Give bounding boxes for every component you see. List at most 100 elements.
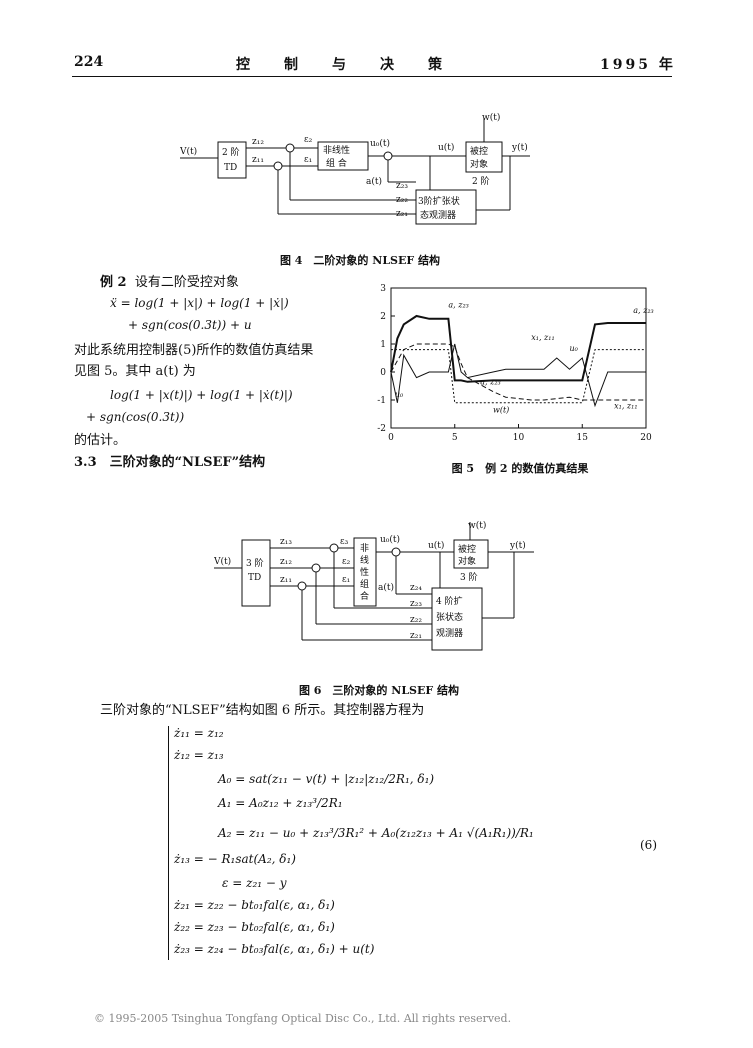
fig6-u0: u₀(t) — [380, 534, 400, 545]
fig4-a: a(t) — [366, 176, 382, 187]
x-tick-label-4: 20 — [640, 433, 652, 443]
fig6-y: y(t) — [509, 540, 526, 551]
fig4-nl-2: 组 合 — [326, 157, 347, 169]
eq-6: ż₁₃ = − R₁sat(A₂, δ₁) — [174, 852, 296, 866]
example2-eq3: log(1 + |x(t)|) + log(1 + |ẋ(t)|) — [110, 388, 293, 402]
figure-4-caption: 图 4 二阶对象的 NLSEF 结构 — [279, 254, 441, 267]
eso-block — [415, 189, 477, 225]
fig4-eso-1: 3阶扩张状 — [418, 195, 460, 207]
fig6-plant-order: 3 阶 — [460, 571, 478, 583]
y-tick-label-3: 0 — [380, 368, 386, 378]
fig4-v: V(t) — [180, 146, 197, 157]
fig6-a: a(t) — [378, 582, 394, 593]
fig6-td-2: TD — [248, 573, 261, 583]
fig6-e1: ε₁ — [342, 575, 350, 585]
fig6-eso-2: 张状态 — [436, 611, 463, 623]
example2-p3: 的估计。 — [74, 433, 127, 448]
figure-4-diagram: V(t) 2 阶 TD z₁₂ z₁₁ ε₂ ε₁ 非线性 组 合 u₀(t) … — [180, 112, 530, 225]
x-tick-label-1: 5 — [452, 433, 458, 443]
fig6-z11: z₁₁ — [280, 575, 292, 585]
td3-block — [241, 539, 271, 607]
chart-annotation-1: x₁, z₁₁ — [531, 333, 554, 342]
fig6-nl-5: 合 — [360, 590, 369, 602]
fig6-z22: z₂₂ — [410, 615, 422, 625]
example2-heading: 例 2 设有二阶受控对象 — [100, 272, 239, 293]
fig4-z23: z₂₃ — [396, 181, 408, 191]
fig6-eso-3: 观测器 — [436, 628, 463, 639]
nonlinear3-block — [353, 537, 377, 607]
body-line: 三阶对象的“NLSEF”结构如图 6 所示。其控制器方程为 — [100, 703, 425, 718]
fig6-nl-2: 线 — [360, 554, 369, 566]
fig4-nl-1: 非线性 — [323, 144, 350, 156]
chart-annotation-7: x₁, z₁₁ — [614, 401, 637, 410]
header-rule — [72, 76, 672, 77]
fig4-u: u(t) — [438, 142, 454, 153]
fig6-plant-2: 对象 — [458, 555, 476, 567]
eq-4: A₁ = A₀z₁₂ + z₁₃³/2R₁ — [218, 796, 343, 810]
fig6-v: V(t) — [214, 556, 231, 567]
plant3-block — [453, 539, 489, 569]
fig6-plant-1: 被控 — [458, 543, 476, 555]
fig6-w: w(t) — [468, 520, 486, 531]
fig6-e3: ε₃ — [340, 537, 349, 547]
chart-annotation-4: a, z₂₃ — [480, 378, 500, 387]
page-number: 224 — [74, 54, 104, 70]
example2-eq2: + sgn(cos(0.3t)) + u — [128, 318, 252, 332]
y-tick-label-2: 1 — [380, 340, 386, 350]
fig4-td-2: TD — [224, 163, 237, 173]
fig6-eso-1: 4 阶扩 — [436, 595, 463, 607]
x-tick-label-0: 0 — [388, 433, 394, 443]
fig4-u0: u₀(t) — [370, 138, 390, 149]
fig6-nl-3: 性 — [360, 566, 369, 578]
example2-eq4: + sgn(cos(0.3t)) — [86, 410, 185, 424]
copyright-footer: © 1995-2005 Tsinghua Tongfang Optical Di… — [94, 1012, 512, 1025]
fig6-z23: z₂₃ — [410, 599, 422, 609]
eso4-block — [431, 587, 483, 651]
td-block — [217, 141, 247, 179]
x-tick-label-3: 15 — [577, 433, 589, 443]
series-line-2 — [391, 349, 646, 404]
example2-eq1: ẍ = log(1 + |x|) + log(1 + |ẋ|) — [110, 296, 289, 310]
chart-annotation-6: a, z₂₃ — [633, 306, 653, 315]
journal-title: 控 制 与 决 策 — [236, 57, 444, 73]
fig6-u: u(t) — [428, 540, 444, 551]
fig4-td-1: 2 阶 — [222, 146, 240, 158]
fig6-z24: z₂₄ — [410, 583, 422, 593]
eq-1: ż₁₁ = z₁₂ — [174, 726, 224, 740]
fig4-plant-1: 被控 — [470, 145, 488, 157]
y-tick-label-5: -2 — [377, 424, 386, 434]
example2-p1: 对此系统用控制器(5)所作的数值仿真结果 — [74, 343, 314, 358]
equation-brace — [168, 726, 169, 960]
figure-5-caption: 图 5 例 2 的数值仿真结果 — [451, 462, 589, 475]
example2-title: 例 2 — [100, 275, 127, 290]
fig6-z12: z₁₂ — [280, 557, 292, 567]
series-line-0 — [390, 314, 646, 383]
fig4-z22: z₂₂ — [396, 195, 408, 205]
series-line-3 — [390, 343, 646, 408]
fig4-e2: ε₂ — [304, 135, 313, 145]
eq-7: ε = z₂₁ − y — [222, 876, 287, 890]
y-tick-label-4: -1 — [377, 396, 386, 406]
eq-3: A₀ = sat(z₁₁ − v(t) + |z₁₂|z₁₂/2R₁, δ₁) — [218, 772, 435, 786]
figure-6-diagram: V(t) 3 阶 TD z₁₃ z₁₂ z₁₁ ε₃ ε₂ ε₁ 非 线 性 组… — [214, 520, 534, 651]
eq-10: ż₂₃ = z₂₄ − bt₀₃fal(ε, α₁, δ₁) + u(t) — [174, 942, 375, 956]
y-tick-label-0: 3 — [380, 284, 386, 294]
fig4-z11: z₁₁ — [252, 155, 264, 165]
eq-number: (6) — [640, 838, 657, 852]
chart-annotation-3: u₀ — [395, 390, 404, 399]
eq-5: A₂ = z₁₁ − u₀ + z₁₃³/3R₁² + A₀(z₁₂z₁₃ + … — [218, 826, 534, 840]
fig4-plant-order: 2 阶 — [472, 175, 490, 187]
year: 1995 年 — [600, 57, 676, 73]
fig6-td-1: 3 阶 — [246, 557, 264, 569]
fig6-z13: z₁₃ — [280, 537, 292, 547]
chart-frame — [390, 287, 647, 429]
chart-annotation-2: u₀ — [570, 344, 579, 353]
series-line-1 — [390, 343, 646, 401]
fig4-w: w(t) — [482, 112, 500, 123]
fig4-e1: ε₁ — [304, 155, 312, 165]
fig4-z12: z₁₂ — [252, 137, 264, 147]
fig4-eso-2: 态观测器 — [420, 209, 456, 221]
chart-annotation-0: a, z₂₃ — [448, 301, 468, 310]
example2-p2: 见图 5。其中 a(t) 为 — [74, 364, 196, 379]
